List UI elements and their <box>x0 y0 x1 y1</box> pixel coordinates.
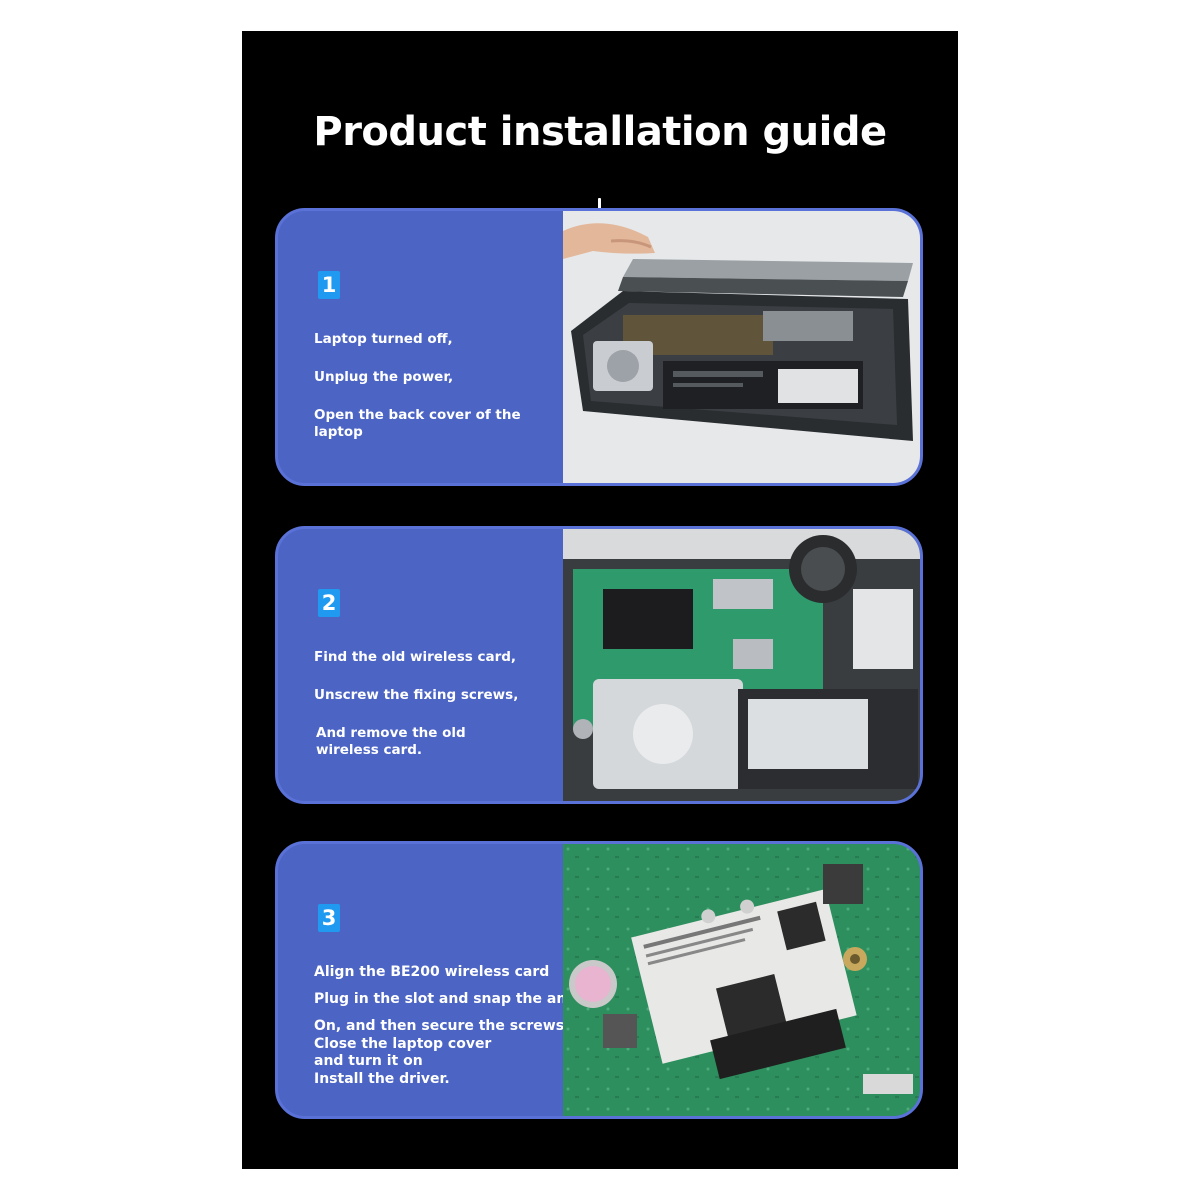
instruction-line: Close the laptop cover and turn it on <box>314 1036 492 1069</box>
step-number-badge: 2 <box>318 589 340 617</box>
instruction-line: Plug in the slot and snap the antenna <box>314 991 612 1007</box>
step-card-1: 1 Laptop turned off, Unplug the power, O… <box>275 208 923 486</box>
installation-guide-poster: Product installation guide 1 Laptop turn… <box>242 31 958 1169</box>
instruction-line: Laptop turned off, <box>314 331 453 347</box>
step-card-2: 2 Find the old wireless card, Unscrew th… <box>275 526 923 804</box>
instruction-line: Find the old wireless card, <box>314 649 517 665</box>
page-title: Product installation guide <box>313 109 887 155</box>
instruction-line: Install the driver. <box>314 1071 450 1087</box>
instruction-line: Align the BE200 wireless card <box>314 964 550 980</box>
instruction-line: Unscrew the fixing screws, <box>314 687 519 703</box>
instruction-line: On, and then secure the screws, <box>314 1018 570 1034</box>
step-instructions: Find the old wireless card, Unscrew the … <box>314 649 574 780</box>
photo-open-laptop-cover <box>563 211 920 483</box>
step-instructions: Laptop turned off, Unplug the power, Ope… <box>314 331 574 462</box>
step-number-badge: 3 <box>318 904 340 932</box>
step-instructions: Align the BE200 wireless card Plug in th… <box>314 964 614 1098</box>
instruction-line: And remove the old wireless card. <box>316 725 466 758</box>
instruction-line: Unplug the power, <box>314 369 454 385</box>
instruction-line: Open the back cover of the laptop <box>314 407 521 440</box>
step-card-3: 3 Align the BE200 wireless card Plug in … <box>275 841 923 1119</box>
photo-motherboard-old-card <box>563 529 920 801</box>
step-number-badge: 1 <box>318 271 340 299</box>
photo-be200-card-installed <box>563 844 920 1116</box>
